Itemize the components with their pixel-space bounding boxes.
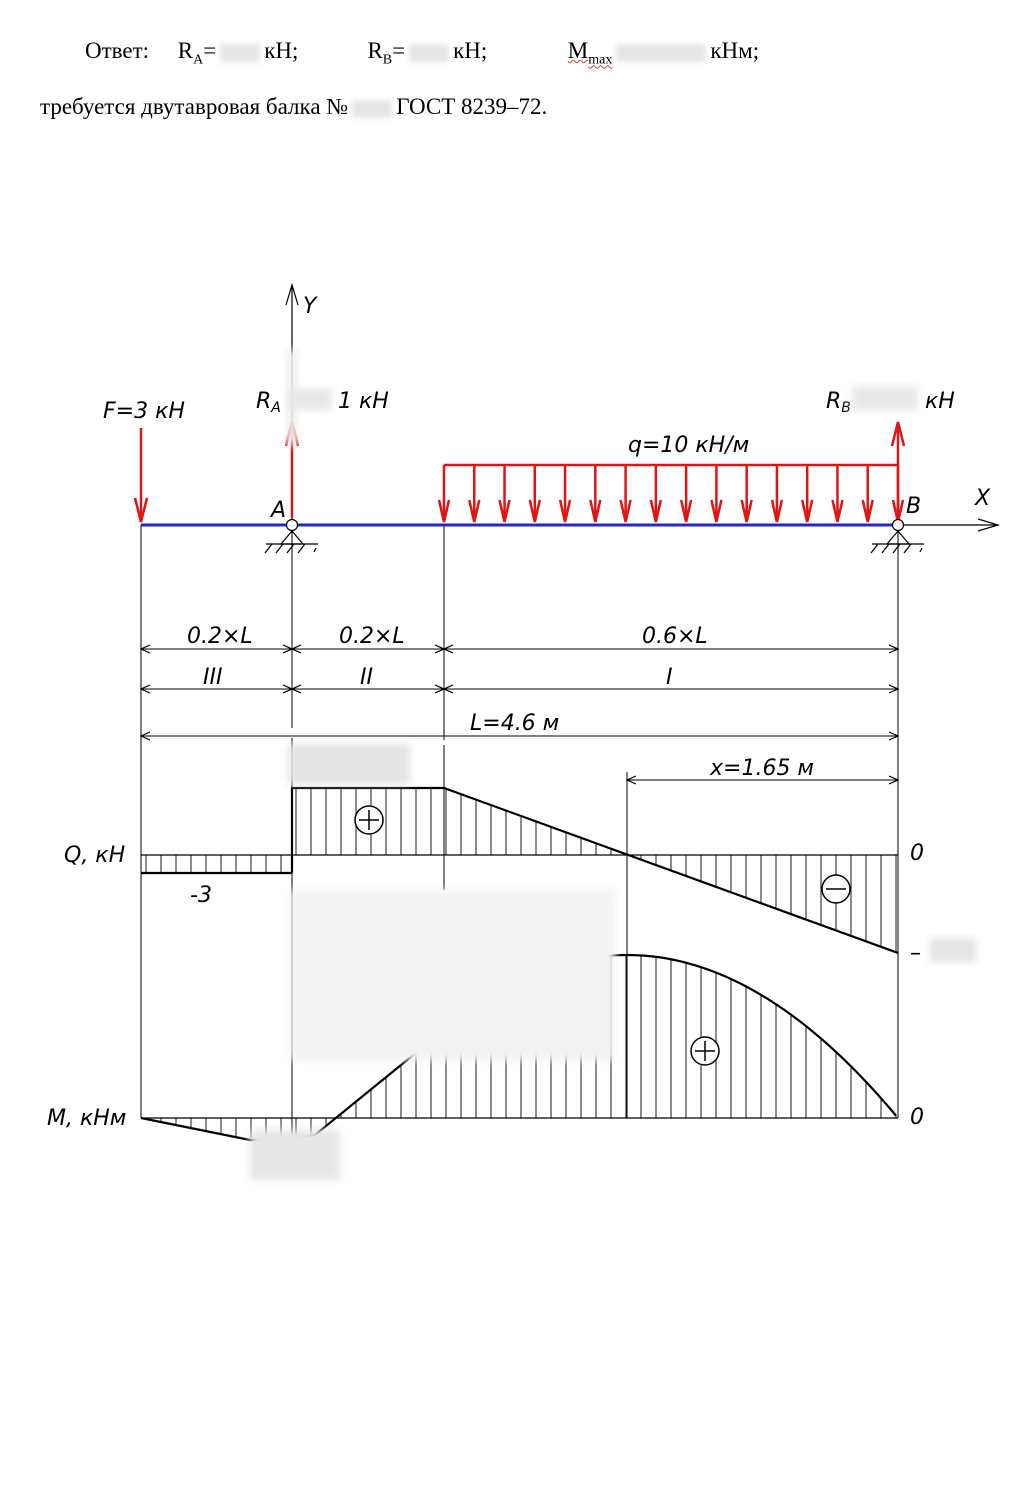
x-dim-label: x=1.65 м bbox=[709, 756, 814, 781]
reaction-b-value-redacted bbox=[852, 386, 918, 410]
q-min-value-redacted bbox=[930, 938, 976, 962]
q-plus-sign bbox=[354, 805, 384, 835]
load-arrowhead bbox=[770, 499, 784, 523]
ra-prefix: R bbox=[177, 38, 194, 63]
rb-eq: = bbox=[392, 38, 406, 63]
y-axis-label: Y bbox=[303, 294, 318, 319]
load-arrowhead bbox=[649, 499, 663, 523]
q-dash: – bbox=[910, 941, 921, 966]
support-a-label: A bbox=[269, 498, 286, 523]
support-b bbox=[870, 518, 924, 554]
load-arrowhead bbox=[468, 499, 481, 523]
load-arrowhead bbox=[800, 499, 814, 523]
ra-value-redacted bbox=[220, 43, 261, 62]
load-arrowhead bbox=[710, 499, 723, 523]
ra-eq: = bbox=[203, 38, 217, 63]
rb-value-redacted bbox=[409, 43, 450, 62]
section-label-2: II bbox=[360, 665, 373, 690]
x-axis-label: X bbox=[974, 486, 991, 511]
x-axis: X bbox=[898, 486, 1001, 532]
dim-label-1: 0.2×L bbox=[187, 624, 253, 649]
reaction-a-arrow: RA 1 кН bbox=[256, 350, 389, 518]
rb-sub: B bbox=[382, 52, 393, 68]
force-f-label: F=3 кН bbox=[103, 399, 185, 424]
q-axis-label: Q, кН bbox=[64, 843, 125, 868]
m-zero-label: 0 bbox=[910, 1105, 924, 1130]
load-arrowhead bbox=[679, 499, 693, 523]
reaction-a-unit: 1 кН bbox=[338, 389, 389, 414]
load-q-label: q=10 кН/м bbox=[628, 433, 749, 458]
section-label-1: I bbox=[666, 665, 673, 690]
m-axis-label: M, кНм bbox=[47, 1106, 126, 1131]
reaction-a-label: RA bbox=[256, 389, 281, 416]
load-arrowhead bbox=[528, 499, 542, 523]
mmax-prefix: M bbox=[567, 38, 589, 63]
m-values-redacted bbox=[290, 890, 615, 1060]
q-max-value-redacted bbox=[288, 744, 410, 784]
shear-diagram bbox=[141, 744, 976, 962]
q-neg3-label: -3 bbox=[190, 883, 212, 908]
answer-label: Ответ: bbox=[85, 38, 150, 63]
mmax-value-redacted bbox=[616, 43, 707, 62]
reaction-b-arrow: RB кН bbox=[826, 386, 955, 518]
mmax-unit: кНм; bbox=[710, 38, 760, 63]
m-min-value-redacted bbox=[250, 1130, 340, 1180]
load-arrowhead bbox=[589, 499, 602, 523]
m-plus-sign bbox=[690, 1036, 720, 1066]
load-arrowhead bbox=[558, 499, 572, 523]
moment-diagram bbox=[140, 890, 898, 1180]
reaction-b-unit: кН bbox=[925, 389, 955, 414]
gost-text: ГОСТ 8239–72. bbox=[396, 94, 548, 119]
q-zero-label: 0 bbox=[910, 841, 924, 866]
dim-label-3: 0.6×L bbox=[642, 624, 708, 649]
mmax-sub: max bbox=[588, 52, 613, 68]
beam-requirement-text: требуется двутавровая балка № bbox=[40, 94, 349, 119]
beam-number-redacted bbox=[352, 99, 393, 118]
distributed-load bbox=[437, 463, 905, 523]
dim-label-2: 0.2×L bbox=[339, 624, 405, 649]
q-minus-sign bbox=[821, 874, 851, 904]
support-b-label: B bbox=[906, 494, 921, 519]
load-arrowhead bbox=[619, 499, 632, 523]
reaction-a-value-redacted bbox=[290, 388, 332, 410]
rb-prefix: R bbox=[367, 38, 383, 63]
ra-unit: кН; bbox=[264, 38, 299, 63]
reaction-b-label: RB bbox=[826, 389, 851, 416]
load-arrowhead bbox=[437, 499, 451, 523]
rb-unit: кН; bbox=[453, 38, 488, 63]
section-label-3: III bbox=[203, 665, 222, 690]
load-arrowhead bbox=[740, 499, 753, 523]
load-arrowhead bbox=[831, 499, 844, 523]
support-a bbox=[264, 518, 318, 554]
force-f-arrow: F=3 кН bbox=[103, 399, 185, 523]
length-label: L=4.6 м bbox=[470, 711, 559, 736]
answer-line-2: требуется двутавровая балка № ГОСТ 8239–7… bbox=[40, 94, 547, 120]
load-arrowhead bbox=[861, 499, 874, 523]
load-arrowhead bbox=[498, 499, 511, 523]
ra-sub: A bbox=[193, 52, 204, 68]
